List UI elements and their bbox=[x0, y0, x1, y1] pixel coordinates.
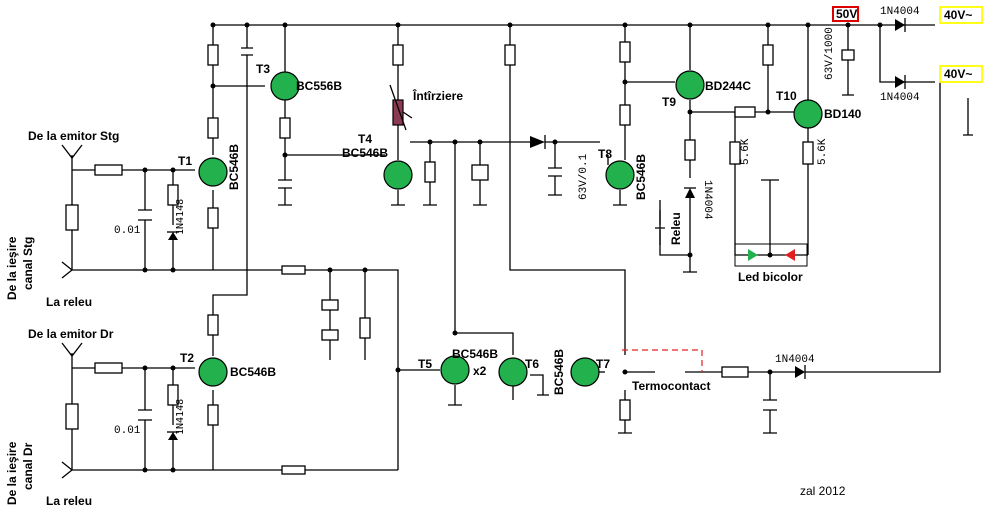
transistor-t3 bbox=[270, 71, 300, 101]
diode-mid-label: 1N4004 bbox=[880, 92, 920, 104]
cap-t1-label: 0.01 bbox=[114, 225, 141, 237]
t5-name: T5 bbox=[418, 357, 432, 371]
led-bicolor-symbol bbox=[734, 243, 808, 267]
cap-t2-label: 0.01 bbox=[114, 425, 141, 437]
diode-t2-label: 1N4148 bbox=[175, 399, 186, 435]
t8-type: BC546B bbox=[634, 154, 648, 200]
diode-bottom-label: 1N4004 bbox=[775, 354, 815, 366]
t4-type: BC546B bbox=[342, 146, 388, 160]
wires bbox=[71, 24, 969, 471]
supply-box bbox=[832, 6, 859, 22]
transistor-t6 bbox=[498, 357, 528, 387]
t2-name: T2 bbox=[180, 351, 194, 365]
t9-name: T9 bbox=[662, 95, 676, 109]
input-arrows bbox=[61, 144, 83, 479]
t7-name: T7 bbox=[596, 357, 610, 371]
ground-symbols bbox=[278, 94, 973, 434]
relay-left-label: La releu bbox=[46, 295, 92, 309]
t4-name: T4 bbox=[358, 132, 372, 146]
t8-name: T8 bbox=[598, 147, 612, 161]
credit-label: zal 2012 bbox=[800, 484, 846, 498]
transistor-t7 bbox=[570, 357, 600, 387]
transistor-t9 bbox=[675, 70, 705, 100]
t2-type: BC546B bbox=[230, 365, 276, 379]
diodes bbox=[167, 18, 906, 440]
r-led-left-label: 5.6K bbox=[740, 138, 752, 165]
cap-main-label: 63V/1000 bbox=[824, 27, 836, 80]
transistor-t4 bbox=[383, 160, 413, 190]
t7-type: BC546B bbox=[552, 349, 566, 395]
capacitors bbox=[138, 47, 855, 421]
transistor-t1 bbox=[198, 157, 228, 187]
emit-left-label: De la emitor Stg bbox=[28, 129, 119, 143]
t1-name: T1 bbox=[178, 154, 192, 168]
cap-delay-label: 63V/0.1 bbox=[578, 153, 590, 200]
t10-name: T10 bbox=[776, 89, 797, 103]
junction-dots bbox=[142, 22, 883, 473]
led-label: Led bicolor bbox=[738, 270, 803, 284]
transistor-t2 bbox=[198, 357, 228, 387]
relay-label: Releu bbox=[669, 212, 683, 245]
ac-input-box-1 bbox=[939, 6, 983, 24]
diode-t1-label: 1N4148 bbox=[175, 199, 186, 235]
relay-coil bbox=[655, 210, 665, 245]
out-right-line1: De la ieşire bbox=[5, 441, 19, 505]
diode-top-label: 1N4004 bbox=[880, 6, 920, 18]
out-left-line2: canal Stg bbox=[21, 237, 35, 290]
transistor-t8 bbox=[605, 160, 635, 190]
resistors bbox=[65, 41, 814, 475]
diode-relay-label: 1N4004 bbox=[701, 180, 713, 220]
delay-label: Întîrziere bbox=[412, 88, 463, 103]
t5-type: BC546B bbox=[452, 347, 498, 361]
thermal-label: Termocontact bbox=[632, 379, 710, 393]
ac-input-1-label: 40V~ bbox=[944, 8, 972, 22]
supply-rail-label: 50V bbox=[836, 7, 857, 21]
t6-name: T6 bbox=[525, 357, 539, 371]
relay-right-label: La releu bbox=[46, 494, 92, 508]
out-left-line1: De la ieşire bbox=[5, 236, 19, 300]
t5-mult: x2 bbox=[473, 364, 487, 378]
transistors bbox=[198, 70, 823, 387]
t1-type: BC546B bbox=[227, 144, 241, 190]
out-right-line2: canal Dr bbox=[21, 442, 35, 490]
ac-input-2-label: 40V~ bbox=[944, 67, 972, 81]
t3-name: T3 bbox=[256, 62, 270, 76]
t10-type: BD140 bbox=[824, 107, 862, 121]
r-led-right-label: 5.6K bbox=[817, 138, 829, 165]
emit-right-label: De la emitor Dr bbox=[28, 327, 114, 341]
ac-input-box-2 bbox=[939, 65, 983, 83]
t3-type: BC556B bbox=[296, 79, 342, 93]
transistor-t5 bbox=[440, 355, 470, 385]
t9-type: BD244C bbox=[705, 79, 751, 93]
transistor-t10 bbox=[793, 99, 823, 129]
thermal-contact-box bbox=[622, 349, 703, 372]
delay-potentiometer bbox=[392, 99, 404, 126]
